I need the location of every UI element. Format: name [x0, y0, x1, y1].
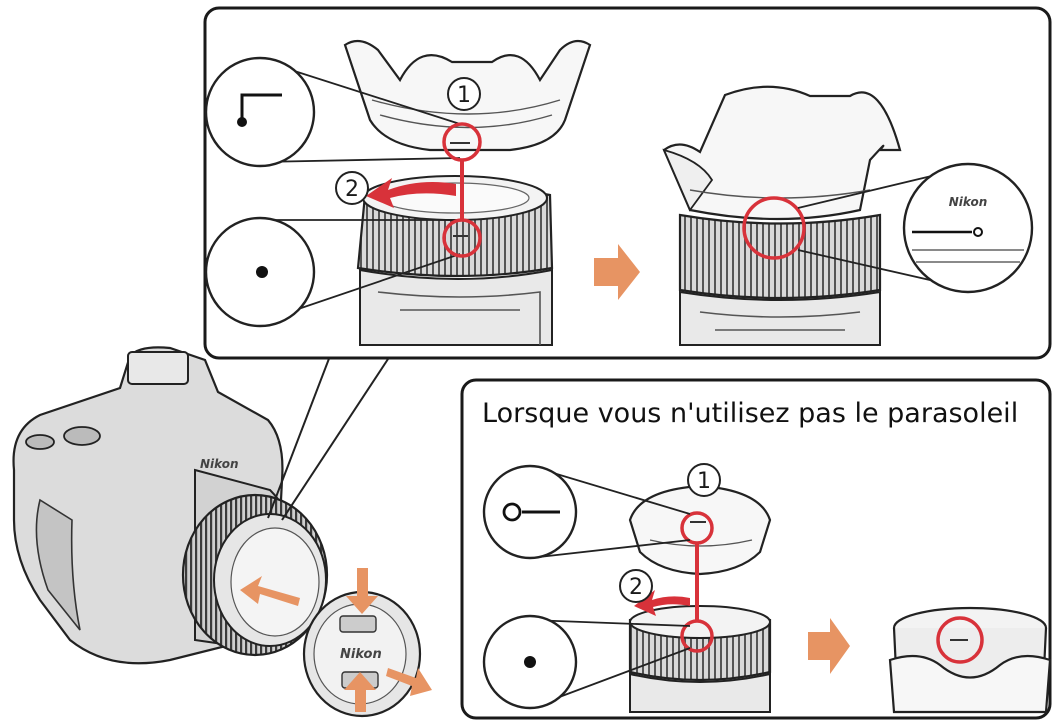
next-arrow-icon: [594, 244, 640, 300]
storage-hood-zoom-callout: [482, 464, 691, 560]
arrow-icon: [344, 672, 376, 712]
attached-mark-zoom-callout: Nikon: [797, 162, 1034, 294]
lens-cap-arrows: [240, 568, 432, 712]
step-1-label: 1: [457, 83, 471, 108]
step-2-marker: 2: [335, 171, 369, 205]
hood-stored-illustration: [888, 606, 1052, 714]
lens-index-dot-icon: [256, 266, 268, 278]
hood-mark-zoom-callout: [204, 56, 461, 168]
arrow-icon: [386, 668, 432, 696]
step-1-marker: 1: [447, 77, 481, 111]
storage-lens-zoom-callout: [482, 614, 691, 710]
attached-mark-highlight: [742, 196, 806, 260]
rotate-arrow-icon: [366, 178, 456, 208]
arrow-icon: [240, 576, 300, 606]
storage-caption: Lorsque vous n'utilisez pas le parasolei…: [482, 398, 1018, 429]
stored-mark-highlight: [936, 616, 984, 664]
hood-zoom-brand-label: Nikon: [949, 195, 988, 209]
camera-illustration: Nikon: [12, 346, 329, 665]
zoom-callout-lines: [267, 355, 391, 521]
lens-cap-brand-label: Nikon: [340, 647, 382, 662]
arrow-icon: [346, 568, 378, 614]
storage-step-2-label: 2: [629, 575, 643, 600]
storage-lens-dot-icon: [524, 656, 536, 668]
storage-step-1-marker: 1: [687, 463, 721, 497]
step-2-label: 2: [345, 177, 359, 202]
hood-open-index-icon: [502, 502, 522, 522]
storage-next-arrow-icon: [808, 618, 850, 674]
storage-step-2-marker: 2: [619, 569, 653, 603]
storage-step-1-label: 1: [697, 469, 711, 494]
camera-brand-label: Nikon: [200, 457, 239, 471]
lens-mark-zoom-callout: [204, 216, 461, 328]
hood-index-dot-icon: [237, 117, 247, 127]
